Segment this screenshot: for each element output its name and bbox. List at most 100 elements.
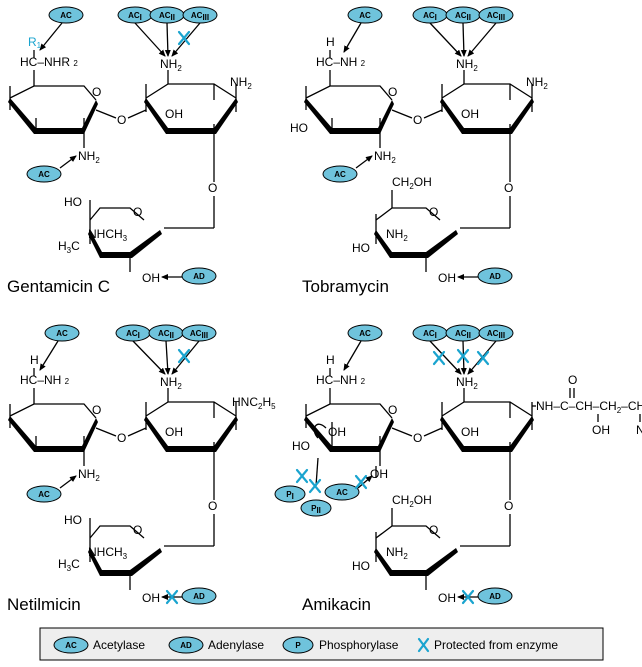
- svg-text:OH: OH: [142, 591, 160, 605]
- svg-text:H: H: [326, 353, 335, 367]
- enzyme-ac-lower: AC: [322, 165, 358, 183]
- svg-text:O: O: [504, 499, 513, 513]
- svg-text:OH: OH: [438, 591, 456, 605]
- enzyme-aciii: ACIII: [181, 324, 217, 342]
- enzyme-acii: ACII: [149, 6, 185, 24]
- svg-text:ACI: ACI: [423, 11, 437, 22]
- enzyme-acii: ACII: [445, 324, 481, 342]
- svg-text:O: O: [504, 181, 513, 195]
- svg-text:O: O: [429, 205, 438, 219]
- svg-text:O: O: [92, 403, 101, 417]
- svg-text:NH2: NH2: [78, 467, 100, 483]
- svg-text:AC: AC: [38, 490, 50, 499]
- svg-text:NH2: NH2: [456, 57, 478, 73]
- svg-text:AC: AC: [56, 329, 68, 338]
- svg-text:ACIII: ACIII: [487, 329, 505, 340]
- protected-mark: [456, 348, 470, 364]
- svg-text:NH2: NH2: [386, 227, 408, 243]
- nhr2-label: HC–NHR 2: [20, 55, 78, 69]
- enzyme-aci: ACI: [412, 324, 448, 342]
- svg-text:AD: AD: [489, 272, 501, 281]
- enzyme-ad: AD: [477, 587, 513, 605]
- svg-text:HO: HO: [352, 241, 370, 255]
- svg-text:AC: AC: [359, 11, 371, 20]
- svg-text:HNC2H5: HNC2H5: [232, 395, 276, 411]
- svg-text:OH: OH: [461, 107, 479, 121]
- enzyme-aciii: ACIII: [478, 324, 514, 342]
- r1-label: R1: [28, 35, 42, 50]
- enzyme-acii: ACII: [148, 324, 184, 342]
- svg-text:P: P: [295, 641, 301, 650]
- svg-text:NH2: NH2: [230, 75, 252, 91]
- svg-text:O: O: [208, 181, 217, 195]
- svg-text:O: O: [413, 431, 422, 445]
- legend: AC Acetylase AD Adenylase P Phosphorylas…: [39, 627, 604, 661]
- legend-phosphorylase: P Phosphorylase: [282, 636, 399, 654]
- svg-text:CH2OH: CH2OH: [392, 175, 432, 191]
- svg-text:AD: AD: [489, 592, 501, 601]
- svg-text:NH2: NH2: [160, 375, 182, 391]
- svg-text:PII: PII: [311, 504, 321, 515]
- protected-mark: [295, 468, 309, 484]
- svg-text:HC–NH 2: HC–NH 2: [20, 373, 70, 387]
- svg-text:AC: AC: [359, 329, 371, 338]
- svg-text:H: H: [326, 35, 335, 49]
- svg-text:OH: OH: [438, 271, 456, 285]
- svg-text:HO: HO: [292, 439, 310, 453]
- enzyme-ac-lower: AC: [324, 483, 360, 501]
- molecule-name: Gentamicin C: [7, 277, 110, 296]
- svg-text:NHCH3: NHCH3: [88, 545, 128, 561]
- protected-mark: [308, 478, 322, 494]
- svg-text:O: O: [413, 113, 422, 127]
- svg-text:AC: AC: [38, 170, 50, 179]
- svg-text:O: O: [133, 205, 142, 219]
- svg-text:O: O: [92, 85, 101, 99]
- svg-text:AC: AC: [65, 641, 77, 650]
- molecule-name: Tobramycin: [302, 277, 389, 296]
- svg-text:HO: HO: [64, 195, 82, 209]
- svg-text:CH2OH: CH2OH: [392, 493, 432, 509]
- svg-text:H: H: [30, 353, 39, 367]
- legend-acetylase: AC Acetylase: [53, 636, 145, 654]
- svg-text:NH2: NH2: [456, 375, 478, 391]
- svg-text:Protected from enzyme: Protected from enzyme: [434, 638, 558, 652]
- protected-mark: [417, 637, 430, 653]
- svg-text:O: O: [117, 113, 126, 127]
- enzyme-aci: ACI: [115, 324, 151, 342]
- svg-text:OH: OH: [165, 425, 183, 439]
- svg-text:NHCH3: NHCH3: [88, 227, 128, 243]
- svg-text:ACII: ACII: [158, 329, 174, 340]
- netilmicin-structure: AC ACI ACII ACIII H HC–NH 2 O: [7, 324, 276, 614]
- amikacin-structure: AC ACI ACII ACIII H: [274, 324, 642, 614]
- legend-protected: Protected from enzyme: [417, 637, 558, 653]
- svg-text:O: O: [133, 523, 142, 537]
- svg-text:NH2: NH2: [78, 149, 100, 165]
- svg-text:AC: AC: [334, 170, 346, 179]
- molecule-name: Netilmicin: [7, 595, 81, 614]
- protected-mark: [354, 474, 368, 490]
- enzyme-ac-top: AC: [347, 324, 383, 342]
- enzyme-aci: ACI: [117, 6, 153, 24]
- svg-text:ACIII: ACIII: [191, 11, 209, 22]
- svg-text:O: O: [568, 373, 577, 387]
- enzyme-aciii: ACIII: [478, 6, 514, 24]
- svg-text:O: O: [429, 523, 438, 537]
- svg-text:HC–NH 2: HC–NH 2: [316, 55, 366, 69]
- enzyme-pii: PII: [300, 499, 332, 517]
- enzyme-ad: AD: [477, 267, 513, 285]
- protected-mark: [165, 589, 179, 605]
- enzyme-ad: AD: [181, 267, 217, 285]
- svg-text:NH2: NH2: [386, 545, 408, 561]
- svg-text:ACI: ACI: [423, 329, 437, 340]
- svg-text:H3C: H3C: [58, 239, 80, 255]
- svg-text:NH2: NH2: [526, 75, 548, 91]
- svg-text:OH: OH: [165, 107, 183, 121]
- svg-text:HO: HO: [64, 513, 82, 527]
- svg-text:OH: OH: [142, 271, 160, 285]
- enzyme-ac-top: AC: [347, 6, 383, 24]
- svg-text:O: O: [117, 431, 126, 445]
- svg-text:ACII: ACII: [455, 11, 471, 22]
- svg-text:ACI: ACI: [128, 11, 142, 22]
